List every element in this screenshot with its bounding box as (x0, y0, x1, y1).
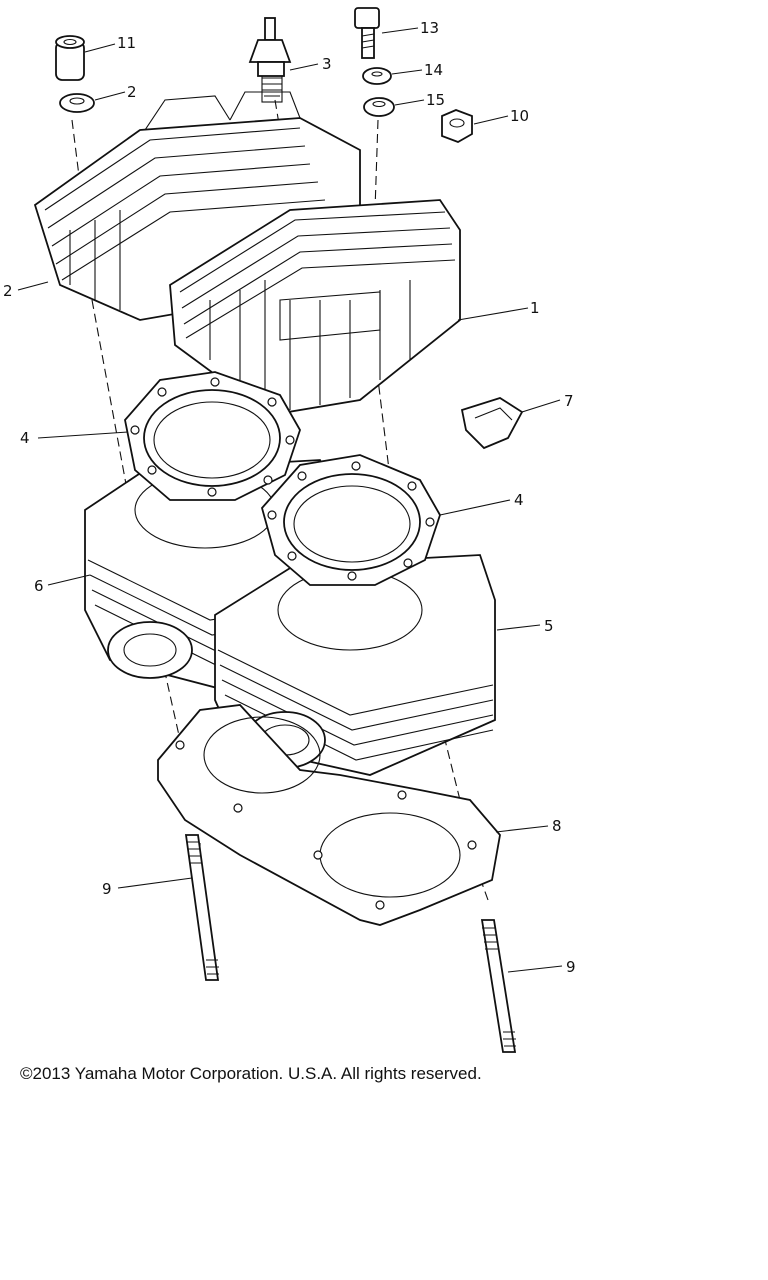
callout-7: 7 (564, 392, 574, 410)
nut-10 (441, 109, 473, 143)
leader-lines (17, 27, 563, 973)
callout-13: 13 (420, 19, 439, 37)
callout-9-left: 9 (102, 880, 112, 898)
callout-labels: 11 2 3 13 14 15 10 2 1 7 4 4 6 5 8 9 9 (3, 19, 576, 976)
callout-5: 5 (544, 617, 554, 635)
callout-4-right: 4 (514, 491, 524, 509)
callout-2-washer: 2 (127, 83, 137, 101)
cylinder-parts-diagram: 11 2 3 13 14 15 10 2 1 7 4 4 6 5 8 9 9 (3, 7, 576, 1053)
cylinder-head-right (169, 199, 461, 416)
callout-3: 3 (322, 55, 332, 73)
callout-8: 8 (552, 817, 562, 835)
bolt-13 (354, 7, 380, 59)
callout-4-left: 4 (20, 429, 30, 447)
cap-7 (460, 397, 524, 450)
callout-15: 15 (426, 91, 445, 109)
washer-15 (363, 97, 395, 117)
callout-14: 14 (424, 61, 443, 79)
head-gasket-4-right (261, 454, 441, 586)
callout-9-right: 9 (566, 958, 576, 976)
washer-14 (362, 67, 392, 85)
base-gasket-8 (157, 704, 501, 926)
stud-9-left (184, 834, 220, 981)
callout-6: 6 (34, 577, 44, 595)
callout-10: 10 (510, 107, 529, 125)
callout-2-head: 2 (3, 282, 13, 300)
stud-9-right (480, 919, 517, 1053)
head-gasket-4-left (124, 371, 301, 501)
callout-11: 11 (117, 34, 136, 52)
washer-2 (59, 93, 95, 113)
copyright-notice: ©2013 Yamaha Motor Corporation. U.S.A. A… (20, 1064, 482, 1083)
spark-plug-3 (248, 17, 292, 103)
callout-1: 1 (530, 299, 540, 317)
spacer-11 (55, 35, 85, 81)
